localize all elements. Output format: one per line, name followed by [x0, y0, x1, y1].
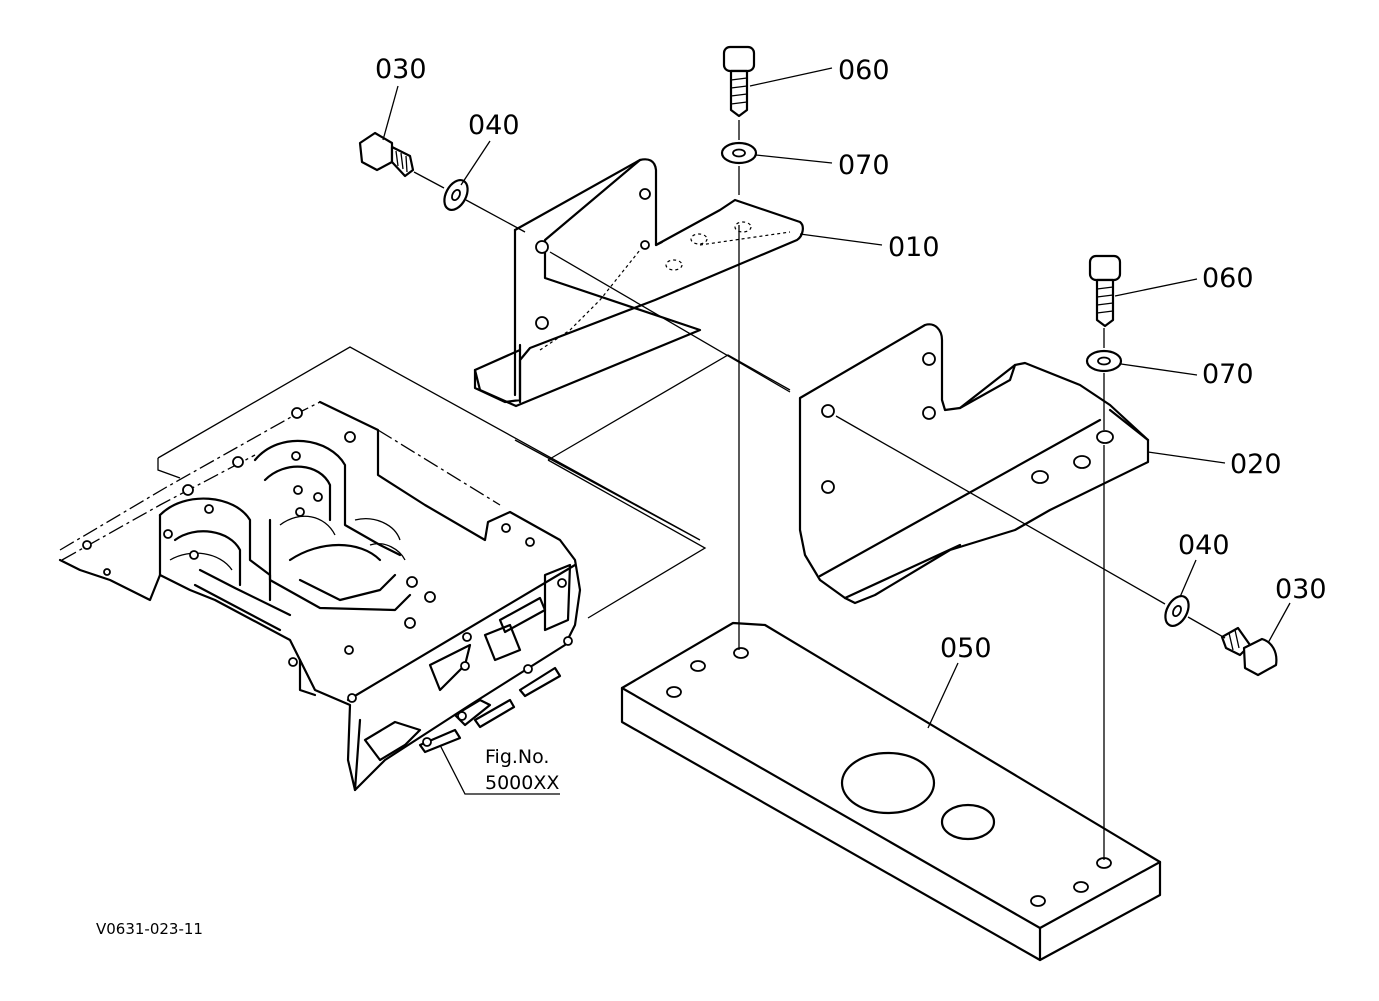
- callout-010: 010: [888, 232, 940, 263]
- frame-holes: [82, 407, 573, 747]
- callout-030-lower: 030: [1275, 574, 1327, 605]
- washer-070-right: [1085, 349, 1123, 373]
- bolt-060-right: [1088, 254, 1122, 328]
- center-lines: [413, 120, 1226, 860]
- callout-020: 020: [1230, 449, 1282, 480]
- callout-labels: 030 040 060 070 010 060 070 020 040 030 …: [96, 54, 1327, 938]
- fig-ref-line2: 5000XX: [485, 772, 559, 794]
- washer-040-lower: [1164, 595, 1190, 627]
- callout-050: 050: [940, 633, 992, 664]
- washer-070-upper: [720, 141, 758, 165]
- bracket-020: [798, 323, 1150, 605]
- fig-ref-line1: Fig.No.: [485, 746, 549, 768]
- bolt-060-upper: [722, 45, 756, 118]
- bolt-030-lower: [1220, 626, 1278, 677]
- bracket-010: [473, 158, 804, 408]
- plate-050: [620, 621, 1162, 962]
- drawing-code: V0631-023-11: [96, 920, 203, 938]
- callout-040-upper: 040: [468, 110, 520, 141]
- frame-assembly: [58, 346, 791, 792]
- washer-040-upper: [443, 179, 469, 211]
- callout-060-upper: 060: [838, 55, 890, 86]
- callout-040-lower: 040: [1178, 530, 1230, 561]
- callout-070-right: 070: [1202, 359, 1254, 390]
- callout-060-right: 060: [1202, 263, 1254, 294]
- callout-070-upper: 070: [838, 150, 890, 181]
- callout-030-upper: 030: [375, 54, 427, 85]
- bolt-030-upper: [358, 131, 415, 178]
- leader-lines: [382, 67, 1291, 795]
